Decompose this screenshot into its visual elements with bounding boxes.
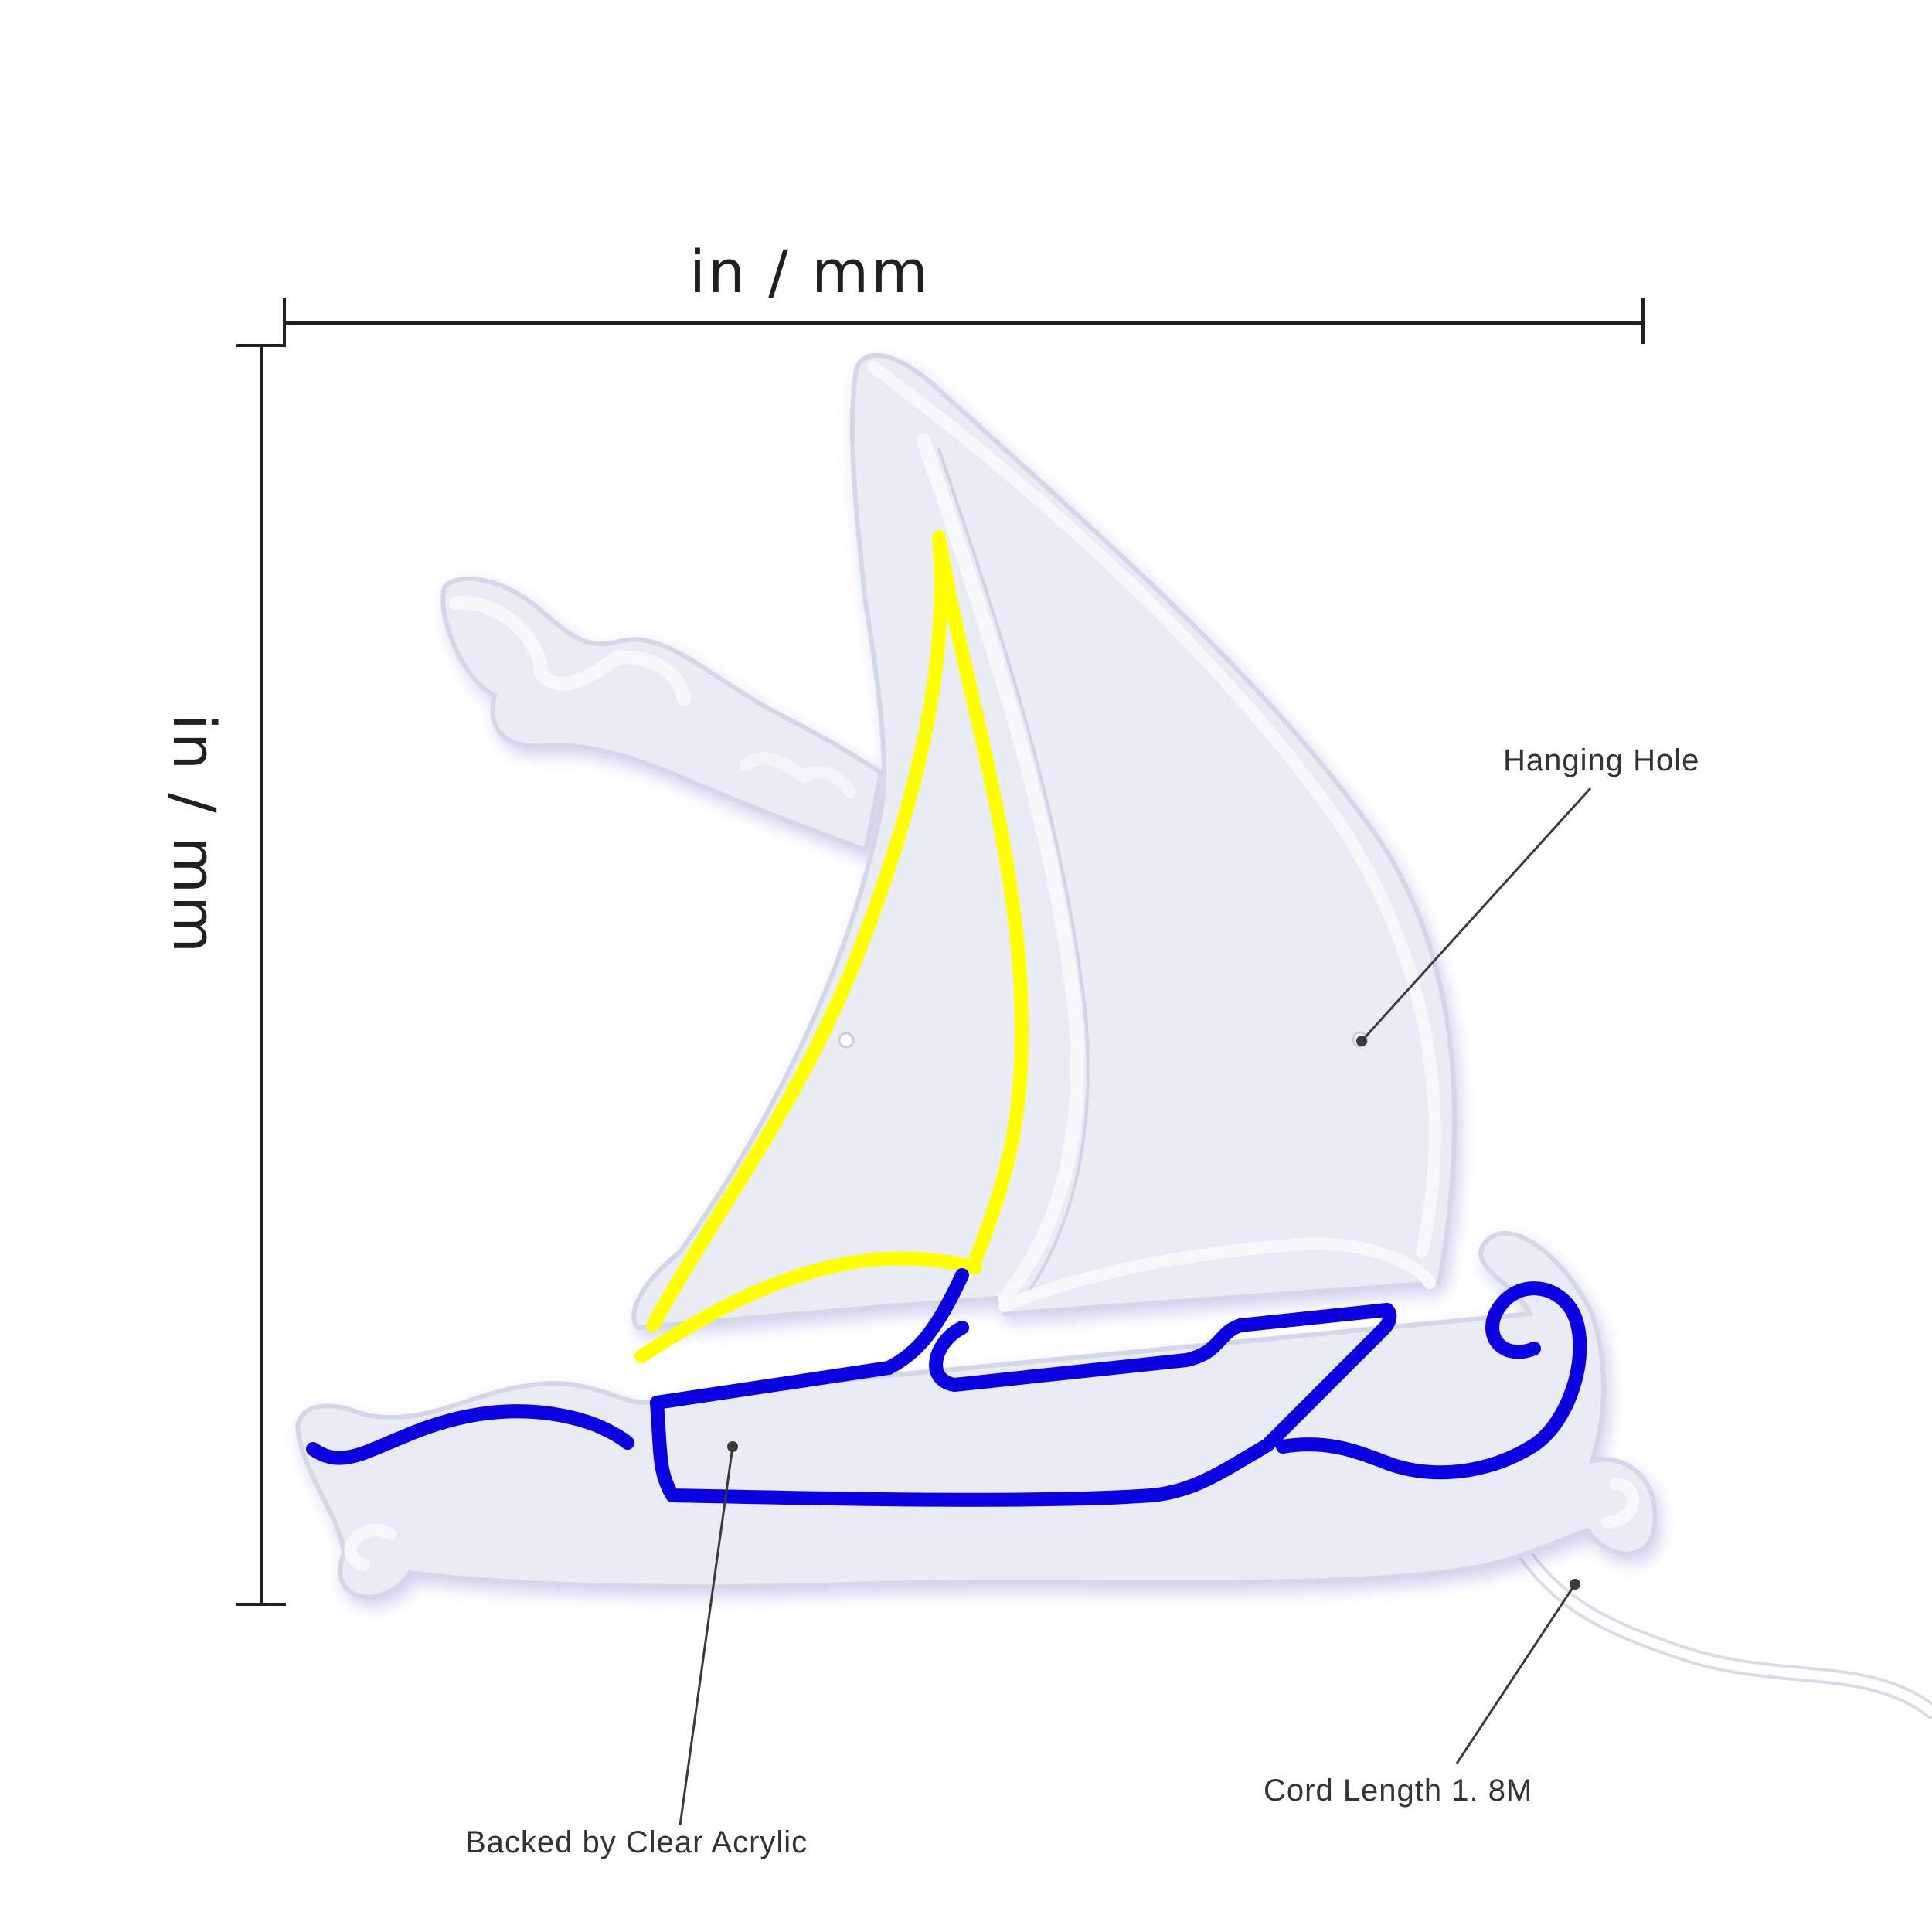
blue-neon-boat [306, 1268, 1587, 1507]
backing-label: Backed by Clear Acrylic [465, 1825, 808, 1859]
hanging-hole-left [838, 1032, 855, 1049]
callout-backing: Backed by Clear Acrylic [465, 1441, 808, 1859]
callout-cord: Cord Length 1. 8M [1264, 1579, 1580, 1808]
acrylic-backing [294, 352, 1658, 1600]
width-dimension: in / mm [283, 237, 1645, 344]
power-cord [1503, 1526, 1932, 1719]
cloud-backing [440, 576, 884, 854]
hanging-hole-label: Hanging Hole [1503, 743, 1699, 777]
height-dimension: in / mm [160, 344, 286, 1606]
waves-backing [294, 1230, 1658, 1600]
yellow-neon-sail [634, 530, 1029, 1363]
width-dimension-label: in / mm [689, 237, 930, 306]
height-dimension-label: in / mm [160, 714, 229, 955]
cord-label: Cord Length 1. 8M [1264, 1774, 1532, 1808]
callout-hanging-hole: Hanging Hole [1356, 743, 1699, 1046]
